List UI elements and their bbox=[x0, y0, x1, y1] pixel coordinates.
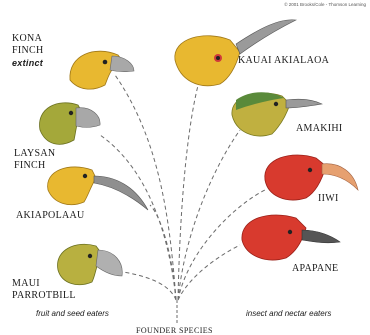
maui-parrotbill-label: MAUI PARROTBILL bbox=[12, 278, 76, 302]
maui-parrotbill-name-line-2: PARROTBILL bbox=[12, 290, 76, 302]
amakihi-name: AMAKIHI bbox=[296, 123, 343, 135]
founder-species-label: FOUNDER SPECIES bbox=[136, 326, 213, 335]
maui-parrotbill-name-line-1: MAUI bbox=[12, 278, 76, 290]
category-seed-eaters: fruit and seed eaters bbox=[36, 309, 109, 318]
kona-finch-name-line-2: FINCH bbox=[12, 45, 44, 57]
laysan-finch-name-line-1: LAYSAN bbox=[14, 148, 55, 160]
laysan-finch-name-line-2: FINCH bbox=[14, 160, 55, 172]
kauai-akialoa-name: KAUAI AKIALAOA bbox=[238, 55, 329, 67]
category-nectar-eaters: insect and nectar eaters bbox=[246, 309, 331, 318]
kona-finch-label: KONA FINCH extinct bbox=[12, 33, 44, 69]
akiapolaau-name: AKIAPOLAAU bbox=[16, 210, 85, 222]
laysan-finch-label: LAYSAN FINCH bbox=[14, 148, 55, 172]
kauai-akialoa-label: KAUAI AKIALAOA bbox=[238, 55, 329, 67]
akiapolaau-label: AKIAPOLAAU bbox=[16, 210, 85, 222]
iiwi-name: IIWI bbox=[318, 193, 339, 205]
iiwi-label: IIWI bbox=[318, 193, 339, 205]
amakihi-label: AMAKIHI bbox=[296, 123, 343, 135]
apapane-label: APAPANE bbox=[292, 263, 338, 275]
kona-finch-name-line-1: KONA bbox=[12, 33, 44, 45]
kona-finch-status: extinct bbox=[12, 57, 44, 69]
apapane-name: APAPANE bbox=[292, 263, 338, 275]
